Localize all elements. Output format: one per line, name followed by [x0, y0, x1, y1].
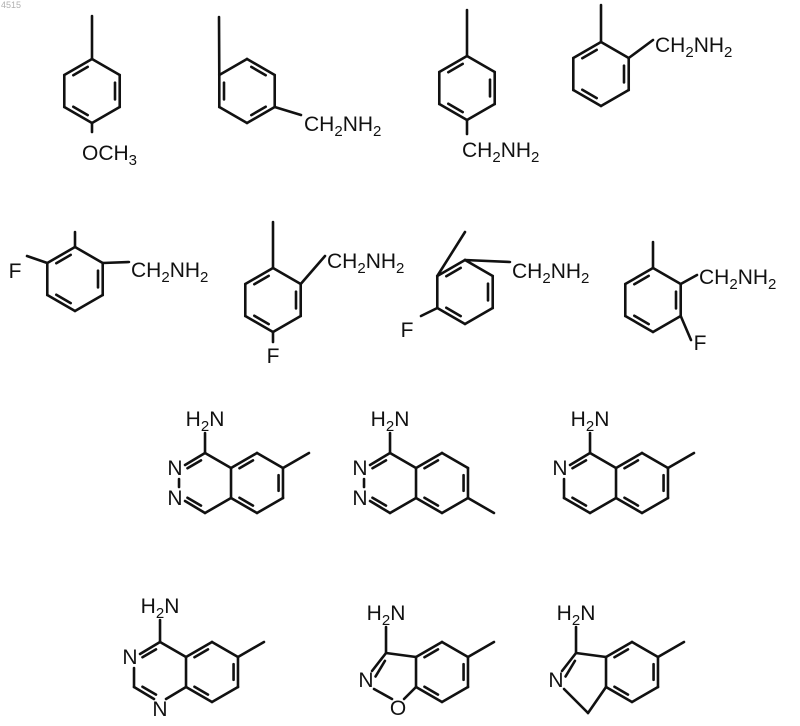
amino-label: H2N — [571, 408, 610, 435]
ring-bond — [632, 642, 658, 657]
aminomethyl-label: CH2NH2 — [304, 113, 381, 140]
ring-bond — [219, 107, 247, 123]
ring-bond — [653, 268, 681, 284]
ring-bond — [653, 316, 681, 332]
bond — [681, 316, 691, 340]
nitrogen-label: N — [552, 457, 567, 480]
structure-4-methoxyphenyl: OCH3 — [64, 16, 137, 169]
ring-bond — [219, 59, 247, 75]
structure-1-aminophthalazin-7-yl: NNH2N — [352, 408, 494, 513]
aminomethyl-label: CH2NH2 — [512, 260, 589, 287]
amino-label: H2N — [141, 595, 180, 622]
bond — [629, 40, 653, 58]
bond — [103, 262, 129, 263]
ring-bond — [465, 260, 493, 276]
bond — [301, 256, 325, 284]
ring-bond — [442, 687, 468, 702]
aminomethyl-label: CH2NH2 — [655, 34, 732, 61]
nitrogen-label: N — [167, 487, 182, 510]
ring-bond — [273, 316, 301, 332]
fluoro-label: F — [694, 332, 707, 355]
nitrogen-label: N — [358, 669, 373, 692]
ring-bond — [642, 498, 668, 513]
ring-bond — [257, 453, 283, 468]
aminomethyl-label: CH2NH2 — [327, 250, 404, 277]
methoxy-label: OCH3 — [82, 142, 137, 169]
ring-bond — [442, 642, 468, 657]
attachment-bond — [468, 498, 494, 513]
ring-bond — [442, 498, 468, 513]
attachment-bond — [238, 642, 264, 657]
ring-bond — [212, 642, 238, 657]
structure-2-aminomethyl-4-fluorophenyl: CH2NH2F — [245, 222, 404, 368]
structure-2-aminomethylphenyl: CH2NH2 — [573, 5, 732, 106]
nitrogen-label: N — [152, 698, 167, 721]
nitrogen-label: N — [167, 457, 182, 480]
ring-bond — [564, 689, 588, 713]
ring-bond — [467, 56, 495, 72]
nitrogen-label: N — [352, 457, 367, 480]
structure-1-aminoisoquinolin-7-yl: NH2N — [552, 408, 694, 513]
ring-bond — [75, 247, 103, 263]
ring-bond — [257, 498, 283, 513]
ring-bond — [632, 687, 658, 702]
bond — [681, 275, 697, 284]
bond — [275, 107, 301, 115]
fluoro-label: F — [9, 260, 22, 283]
ring-bond — [576, 653, 606, 657]
ring-bond — [590, 453, 616, 468]
fluoro-label: F — [267, 345, 280, 368]
amino-label: H2N — [557, 602, 596, 629]
structure-1-amino-3H-isoindol-5-yl: N H2N — [548, 602, 684, 713]
structure-2-aminomethyl-3-fluorophenyl: CH2NH2F — [625, 242, 776, 355]
structure-3-aminobenzisoxazol-5-yl: NO H2N — [358, 602, 494, 720]
ring-bond — [642, 453, 668, 468]
nitrogen-label: N — [352, 487, 367, 510]
attachment-bond — [283, 453, 309, 468]
ring-bond — [205, 453, 231, 468]
ring-bond — [390, 453, 416, 468]
structure-3-aminomethylphenyl: CH2NH2 — [219, 17, 381, 140]
ring-bond — [386, 653, 416, 657]
structure-2-aminomethyl-5-fluorophenyl: CH2NH2F — [401, 232, 590, 342]
aminomethyl-label: CH2NH2 — [462, 139, 539, 166]
amino-label: H2N — [367, 602, 406, 629]
ring-bond — [212, 687, 238, 702]
nitrogen-label: N — [548, 669, 563, 692]
bond — [421, 308, 437, 316]
ring-bond — [92, 107, 120, 123]
ring-bond — [390, 498, 416, 513]
attachment-bond — [468, 642, 494, 657]
amino-label: H2N — [186, 408, 225, 435]
amino-label: H2N — [371, 408, 410, 435]
aminomethyl-label: CH2NH2 — [131, 259, 208, 286]
ring-bond — [442, 453, 468, 468]
ring-bond — [75, 295, 103, 311]
ring-bond — [601, 90, 629, 106]
ring-bond — [465, 308, 493, 324]
structure-4-aminomethylphenyl: CH2NH2 — [439, 10, 539, 166]
ring-bond — [601, 42, 629, 58]
ring-bond — [588, 687, 606, 713]
ring-bond — [205, 498, 231, 513]
ring-bond — [166, 687, 186, 699]
ring-bond — [273, 268, 301, 284]
bond — [27, 256, 47, 263]
bond — [465, 260, 510, 262]
structure-4-aminoquinazolin-6-yl: N N H2N — [122, 595, 264, 721]
oxygen-label: O — [390, 697, 406, 720]
nitrogen-label: N — [122, 646, 137, 669]
attachment-bond — [668, 453, 694, 468]
fluoro-label: F — [401, 319, 414, 342]
ring-bond — [467, 104, 495, 120]
structure-1-aminophthalazin-6-yl: NNH2N — [167, 408, 309, 513]
ring-bond — [160, 642, 186, 657]
corner-label: 4515 — [1, 0, 21, 10]
ring-bond — [590, 498, 616, 513]
ring-bond — [92, 59, 120, 75]
structure-2-fluoro-6-aminomethylphenyl: F CH2NH2 — [9, 232, 209, 311]
aminomethyl-label: CH2NH2 — [699, 266, 776, 293]
attachment-bond — [658, 642, 684, 657]
